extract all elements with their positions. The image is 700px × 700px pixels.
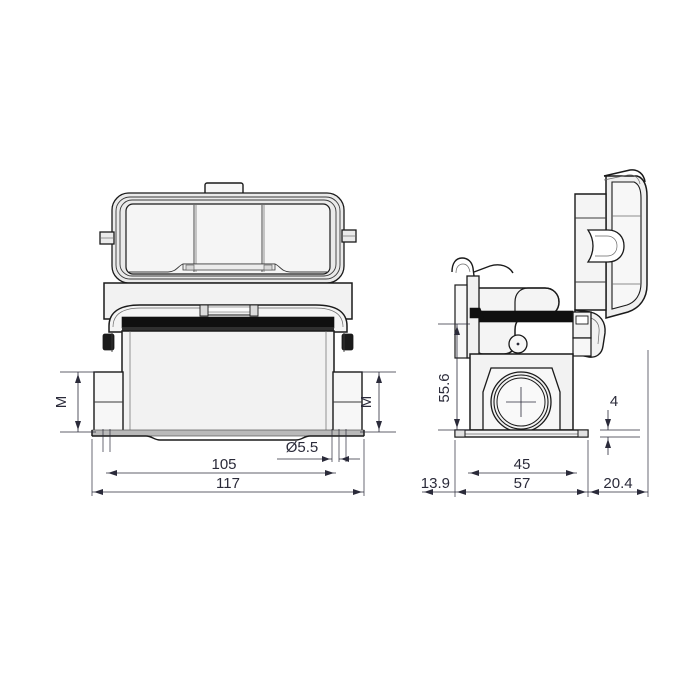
dim-204-arrow-left	[590, 489, 599, 495]
lid-top-hook-inner	[603, 174, 641, 185]
dim-117-label: 117	[216, 475, 240, 492]
dim-57-label: 57	[514, 475, 531, 492]
dim-105-arrow-right	[325, 470, 334, 476]
dim-117-arrow-right	[353, 489, 362, 495]
side-view: 55.6 4 45 5	[421, 169, 649, 497]
dim-M-left-arrow-bottom	[75, 421, 81, 430]
dim-M-right-label: M	[358, 396, 375, 409]
lid-back-plate	[574, 193, 607, 311]
front-view-collar	[102, 282, 354, 352]
lid-hinge-eye-inner	[595, 235, 618, 257]
hood-hook-arm-extension	[473, 264, 514, 274]
cover-gasket-clip-left	[185, 264, 195, 271]
hood-side-block	[454, 284, 468, 359]
side-view-hood	[451, 257, 592, 359]
dim-139-arrow-left	[424, 489, 433, 495]
dim-57-arrow-right	[577, 489, 586, 495]
dim-105-arrow-left	[108, 470, 117, 476]
front-view-body	[91, 330, 365, 462]
dim-45-label: 45	[514, 456, 531, 473]
dim-556-arrow-top	[454, 326, 460, 335]
dim-M-right-arrow-top	[376, 374, 382, 383]
bottom-flange-contour	[92, 435, 364, 441]
hood-seal-band-left-wedge	[469, 307, 485, 319]
lever-stub-right	[341, 333, 354, 351]
front-view: M M Ø5.5 105	[53, 182, 396, 496]
main-body	[121, 330, 335, 432]
dim-556-label: 55.6	[436, 373, 453, 402]
side-view-dimensions: 55.6 4 45 5	[421, 323, 649, 497]
bottom-flange-band	[91, 429, 365, 437]
hood-lock-block-lower	[572, 337, 592, 357]
housing-latch-clip-right	[249, 304, 259, 317]
dim-4-arrow-upper	[605, 419, 611, 428]
dim-M-left-label: M	[53, 396, 70, 409]
housing-latch-inner	[207, 306, 251, 313]
housing-seal-strip-shadow	[122, 327, 334, 331]
dim-M-left-arrow-top	[75, 374, 81, 383]
dim-45-arrow-left	[470, 470, 479, 476]
hood-hook-arm	[451, 257, 475, 277]
side-view-base	[454, 353, 589, 438]
dim-M-right-arrow-bottom	[376, 421, 382, 430]
dim-4-arrow-lower	[605, 439, 611, 448]
lever-stub-left	[102, 333, 115, 351]
hood-pivot-pin-center	[516, 342, 520, 346]
housing-seal-strip	[121, 316, 335, 329]
dim-hole-diameter-label: Ø5.5	[286, 439, 319, 456]
dim-45-arrow-right	[566, 470, 575, 476]
base-flange-hole-right	[577, 429, 589, 438]
cover-rim-line-1	[115, 196, 341, 280]
dim-hole-leader-arrow	[322, 456, 330, 462]
base-flange	[454, 429, 589, 438]
front-view-cover	[99, 182, 357, 284]
dim-hole-leader-arrow-right	[341, 456, 349, 462]
hood-hook-arm-inner	[455, 263, 471, 274]
dim-204-arrow-right	[637, 489, 646, 495]
dim-57-arrow-left	[457, 489, 466, 495]
side-view-lid	[574, 169, 648, 358]
dim-556-arrow-bottom	[454, 419, 460, 428]
cover-gasket-clip-right	[263, 264, 273, 271]
front-view-dimensions: M M Ø5.5 105	[53, 371, 396, 496]
dim-204-label: 20.4	[603, 475, 632, 492]
dim-139-label: 13.9	[421, 475, 450, 492]
lid-hinge-eye	[586, 229, 625, 263]
cover-inner-panel	[125, 203, 331, 275]
cover-rim-line-2	[119, 199, 337, 277]
hood-lock-slot	[575, 315, 589, 325]
hood-latch-notch	[514, 287, 560, 316]
dim-117-arrow-left	[94, 489, 103, 495]
cover-gasket-bar	[182, 263, 276, 271]
hood-seal-band	[478, 310, 574, 323]
base-flange-hole-left	[454, 429, 466, 438]
housing-latch-clip-left	[199, 304, 209, 317]
lid-top-hook	[603, 169, 646, 183]
dim-105-label: 105	[211, 456, 236, 473]
dim-4-label: 4	[610, 393, 618, 410]
lid-inner-shell	[611, 181, 642, 310]
